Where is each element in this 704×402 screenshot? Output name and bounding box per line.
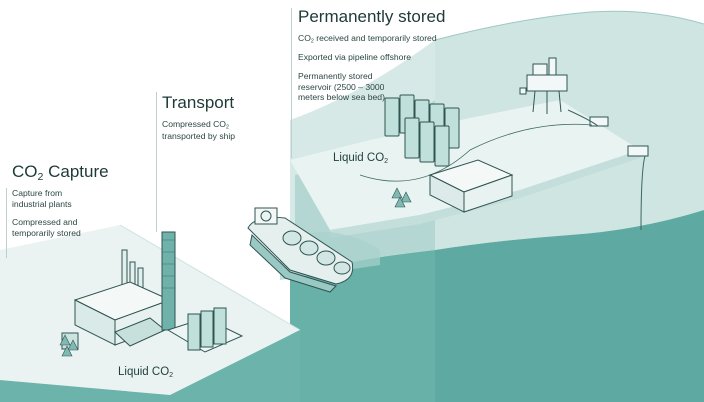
co2-carrier-ship-icon	[247, 207, 354, 293]
subsea-template-icon	[589, 116, 649, 157]
storage-text-1: CO2 received and temporarily stored	[298, 33, 437, 45]
terminal-trees-icon	[391, 187, 412, 208]
terminal-tanks-icon	[384, 94, 460, 167]
transport-text-1: Compressed CO2 transported by ship	[162, 119, 236, 142]
storage-heading: Permanently stored	[298, 7, 446, 26]
export-pipeline	[359, 123, 593, 182]
storage-text-2: Exported via pipeline offshore	[298, 52, 412, 62]
transport-heading: Transport	[162, 93, 235, 112]
capture-text-1: Capture from industrial plants	[12, 188, 72, 209]
capture-guide-line	[6, 188, 7, 258]
onshore-liquid-co2-label: Liquid CO2	[118, 366, 174, 380]
offshore-platform-icon	[519, 57, 568, 114]
onshore-tanks-icon	[166, 307, 244, 353]
storage-text-3: Permanently stored reservoir (2500 – 300…	[298, 71, 385, 103]
capture-heading: CO2 Capture	[12, 162, 109, 184]
transport-guide-line	[156, 92, 157, 232]
capture-text-2: Compressed and temporarily stored	[12, 217, 81, 238]
terminal-liquid-co2-label: Liquid CO2	[333, 152, 389, 166]
subsea-pipeline	[567, 109, 646, 231]
terminal-building-icon	[428, 159, 514, 213]
storage-guide-line	[291, 8, 292, 158]
industrial-plant-icon	[61, 249, 172, 350]
plant-trees-icon	[59, 334, 79, 357]
plant-chimney-icon	[161, 231, 176, 331]
